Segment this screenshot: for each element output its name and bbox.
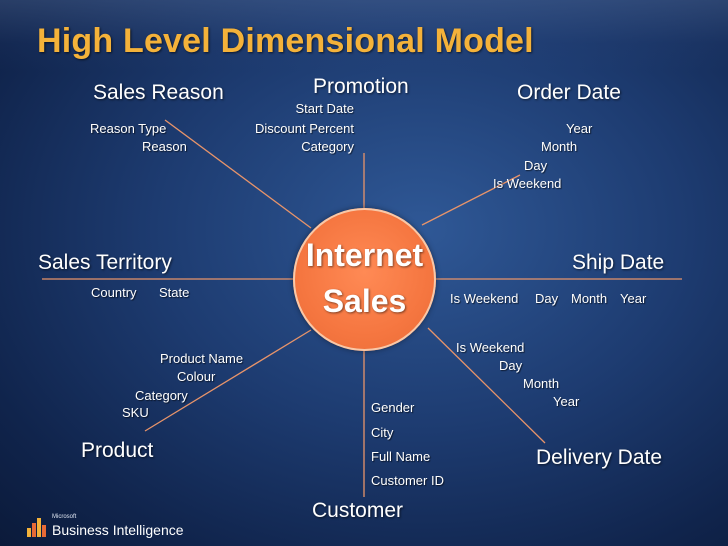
attr-delivery-year: Year xyxy=(553,394,580,409)
attr-product-name: Product Name xyxy=(160,351,244,366)
attr-city: City xyxy=(371,425,394,440)
attr-delivery-day: Day xyxy=(499,358,523,373)
dimension-product: Product xyxy=(81,439,154,462)
dimension-delivery-date: Delivery Date xyxy=(536,446,663,469)
attr-gender: Gender xyxy=(371,400,415,415)
attr-product-category: Category xyxy=(135,388,188,403)
title-band xyxy=(0,0,728,72)
bi-chart-icon xyxy=(27,518,46,537)
attr-full-name: Full Name xyxy=(371,449,431,464)
hub-label-line2: Sales xyxy=(322,283,407,319)
slide-title: High Level Dimensional Model xyxy=(37,22,534,60)
business-intelligence-logo: Microsoft Business Intelligence xyxy=(26,513,186,541)
attr-sku: SKU xyxy=(122,405,149,420)
line-order-date xyxy=(421,174,521,226)
attr-order-is-weekend: Is Weekend xyxy=(493,176,562,191)
attr-ship-year: Year xyxy=(620,291,647,306)
attr-order-day: Day xyxy=(524,158,548,173)
attr-ship-month: Month xyxy=(571,291,608,306)
attr-start-date: Start Date xyxy=(295,101,354,116)
attr-order-year: Year xyxy=(566,121,593,136)
attr-ship-day: Day xyxy=(535,291,559,306)
attr-colour: Colour xyxy=(177,369,216,384)
dimension-sales-territory: Sales Territory xyxy=(38,251,172,274)
attr-promotion-category: Category xyxy=(301,139,354,154)
attr-reason-type: Reason Type xyxy=(90,121,167,136)
line-product xyxy=(144,329,312,432)
logo-label: Business Intelligence xyxy=(52,522,184,538)
dimension-promotion: Promotion xyxy=(313,75,409,98)
dimension-order-date: Order Date xyxy=(517,81,621,104)
attr-country: Country xyxy=(91,285,137,300)
attr-reason: Reason xyxy=(142,139,187,154)
dimension-customer: Customer xyxy=(312,499,404,522)
line-sales-reason xyxy=(164,119,312,229)
attr-discount-percent: Discount Percent xyxy=(255,121,354,136)
attr-state: State xyxy=(159,285,190,300)
attr-ship-is-weekend: Is Weekend xyxy=(450,291,519,306)
dimension-sales-reason: Sales Reason xyxy=(93,81,224,104)
hub-label-line1: Internet xyxy=(305,237,424,273)
dimension-ship-date: Ship Date xyxy=(572,251,665,274)
attr-customer-id: Customer ID xyxy=(371,473,444,488)
line-delivery-date xyxy=(427,327,546,444)
attr-delivery-month: Month xyxy=(523,376,560,391)
fact-table-hub: Internet Sales xyxy=(293,208,436,351)
logo-microsoft-label: Microsoft xyxy=(52,514,77,520)
attr-order-month: Month xyxy=(541,139,578,154)
attr-delivery-is-weekend: Is Weekend xyxy=(456,340,525,355)
